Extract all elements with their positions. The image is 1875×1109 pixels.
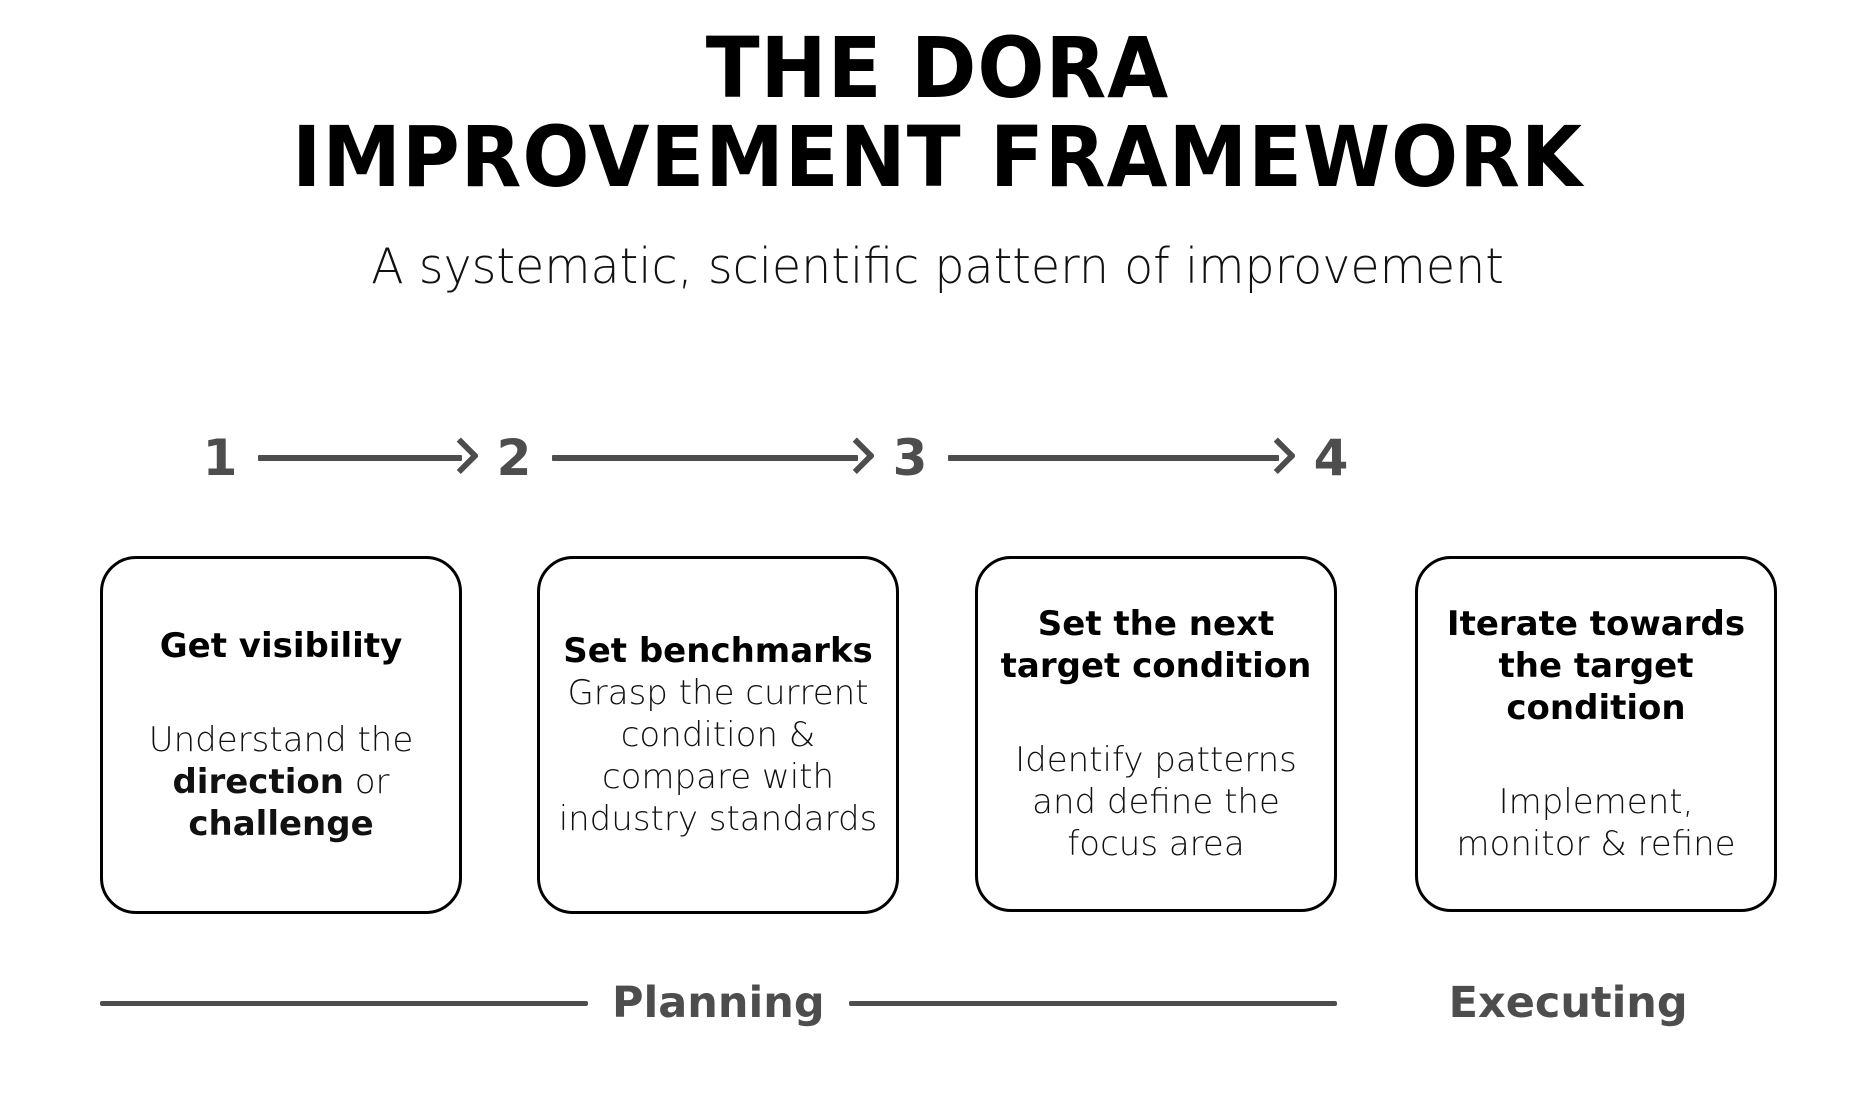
phase-label-executing: Executing	[1448, 977, 1688, 1028]
phase-divider-left	[100, 1000, 588, 1006]
step-card-2[interactable]: Set benchmarks Grasp the current conditi…	[537, 556, 899, 914]
step-card-4[interactable]: Iterate towards the target condition Imp…	[1415, 556, 1777, 912]
step-card-2-body: Grasp the current condition & compare wi…	[558, 672, 878, 840]
step-card-1[interactable]: Get visibility Understand the direction …	[100, 556, 462, 914]
arrow-right-icon-2	[552, 437, 876, 475]
step-card-1-title: Get visibility	[159, 625, 403, 666]
arrow-right-icon-3	[948, 437, 1297, 475]
arrow-shaft	[552, 455, 858, 461]
arrow-shaft	[258, 455, 462, 461]
step-number-4: 4	[1313, 429, 1349, 487]
step-card-1-body-bold-challenge: challenge	[188, 804, 374, 845]
phase-label-planning: Planning	[612, 977, 825, 1028]
step-card-1-body-pre: Understand the	[148, 719, 414, 760]
step-number-2: 2	[496, 429, 532, 487]
step-card-2-title: Set benchmarks	[563, 630, 873, 671]
page-title: THE DORA IMPROVEMENT FRAMEWORK	[56, 0, 1819, 202]
step-card-3-title: Set the next target condition	[1000, 603, 1312, 686]
arrow-shaft	[948, 455, 1279, 461]
step-card-3-body: Identify patterns and define the focus a…	[1015, 739, 1297, 865]
phase-footer: Planning Executing	[100, 968, 1780, 1038]
page-subtitle: A systematic, scientific pattern of impr…	[371, 238, 1504, 296]
arrow-right-icon-1	[258, 437, 480, 475]
step-number-1: 1	[202, 429, 238, 487]
step-card-3[interactable]: Set the next target condition Identify p…	[975, 556, 1337, 912]
step-card-1-body: Understand the direction or challenge	[119, 719, 443, 845]
step-card-1-body-mid: or	[343, 762, 390, 802]
step-card-1-body-bold-direction: direction	[172, 762, 344, 802]
page-title-line-1: THE DORA	[705, 19, 1170, 117]
page-title-line-2: IMPROVEMENT FRAMEWORK	[292, 108, 1583, 207]
phase-divider-right	[848, 1000, 1337, 1006]
step-card-4-title: Iterate towards the target condition	[1446, 603, 1746, 728]
step-card-4-body: Implement, monitor & refine	[1456, 782, 1736, 865]
step-number-3: 3	[892, 429, 928, 487]
header: THE DORA IMPROVEMENT FRAMEWORK A systema…	[0, 0, 1875, 294]
step-sequence: 1 2 3 4	[200, 428, 1600, 488]
